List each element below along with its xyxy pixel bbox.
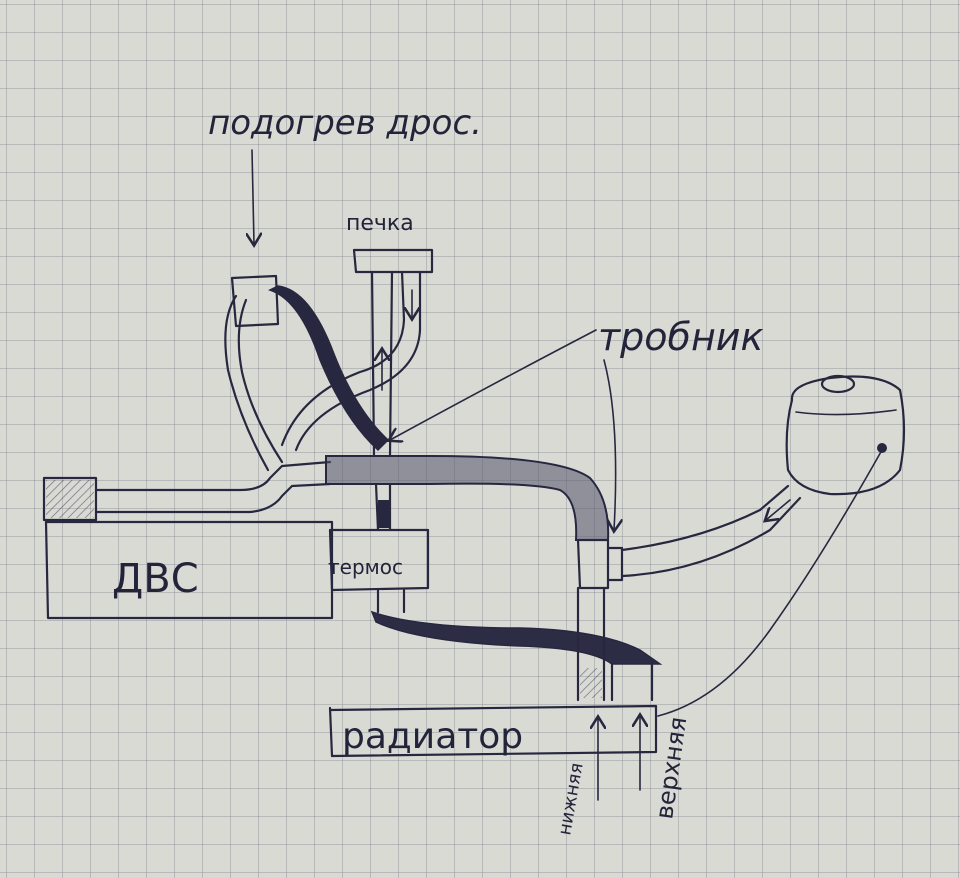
thermostat-box — [328, 528, 430, 592]
thermostat-bypass — [374, 482, 392, 532]
expansion-tank — [657, 374, 906, 717]
throttle-heater — [224, 274, 390, 472]
expansion-tank-hose — [620, 484, 802, 578]
lower-dark-hose — [370, 588, 663, 665]
radiator — [328, 704, 658, 801]
heater-core — [280, 248, 434, 458]
pointer-arrows — [252, 149, 616, 530]
engine-block — [42, 476, 334, 620]
throttle-heating-label: подогрев дрос. — [208, 103, 482, 143]
lower-hose-label: нижняя — [554, 761, 587, 837]
upper-thick-hose — [325, 455, 610, 541]
radiator-label: радиатор — [342, 716, 523, 757]
engine-label: ДВС — [112, 556, 199, 602]
tee-label: тробник — [598, 315, 763, 359]
tee-fitting — [576, 538, 654, 702]
engine-outlet-hose — [94, 460, 332, 514]
heater-label: печка — [346, 211, 414, 236]
thermostat-label: термос — [328, 555, 403, 579]
